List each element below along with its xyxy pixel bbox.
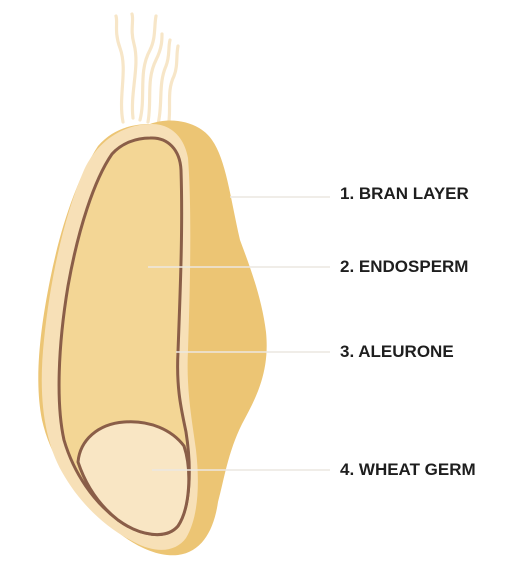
wheat-germ-region [76, 420, 191, 537]
leader-lines [148, 196, 330, 471]
kernel-hairs [114, 12, 180, 130]
label-bran-layer: 1. BRAN LAYER [340, 184, 469, 203]
hair-6 [166, 44, 180, 130]
hair-1 [114, 14, 125, 124]
label-aleurone: 3. ALEURONE [340, 342, 454, 361]
hair-4 [146, 32, 164, 124]
label-endosperm: 2. ENDOSPERM [340, 257, 469, 276]
hair-5 [156, 38, 172, 126]
label-wheat-germ: 4. WHEAT GERM [340, 460, 476, 479]
hair-3 [138, 14, 158, 122]
hair-2 [130, 12, 138, 120]
